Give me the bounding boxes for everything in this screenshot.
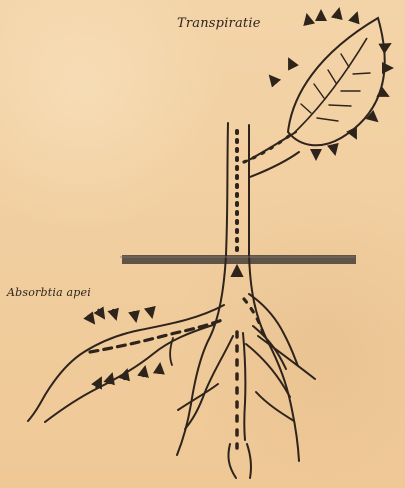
soil-surface-line <box>122 255 356 264</box>
absorption-arrow-icons <box>88 308 160 388</box>
center-root-right-outline <box>243 333 245 440</box>
root-tip-left <box>228 444 236 478</box>
leaf-icon <box>288 18 385 145</box>
transpiration-label: Transpiratie <box>177 16 261 31</box>
right-root-upper-inner <box>253 326 286 369</box>
left-root-upper-outline <box>28 305 224 421</box>
left-root-lower-outline <box>45 325 213 422</box>
center-root-left-outline <box>185 336 233 429</box>
absorption-label: Absorbtia apei <box>7 286 91 299</box>
leaf-veins <box>301 54 370 121</box>
root-tip-right <box>247 444 251 478</box>
right-root-middle-outline <box>258 336 315 379</box>
right-root-middle-inner <box>246 344 290 397</box>
